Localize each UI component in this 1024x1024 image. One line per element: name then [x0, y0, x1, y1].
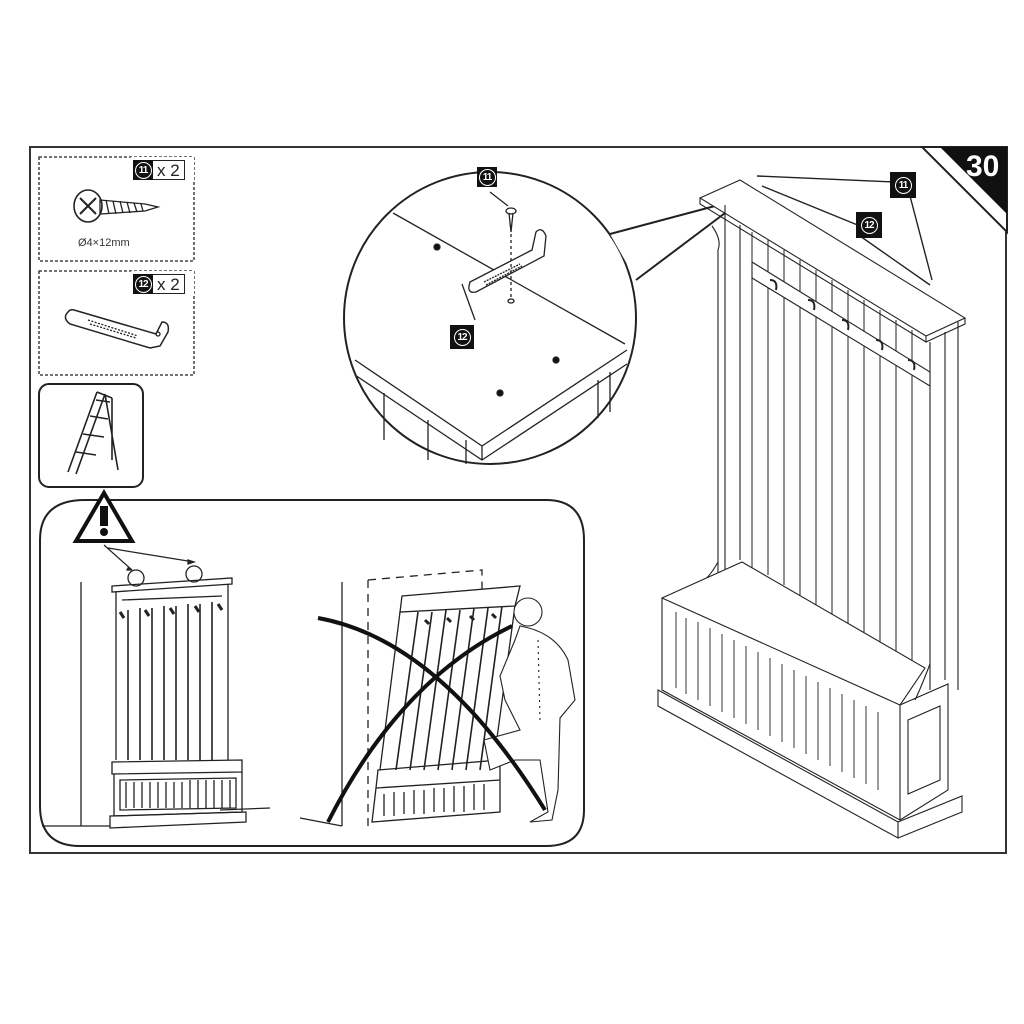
detail-callout-11-number: 11: [478, 168, 496, 186]
ladder-tool-box: [38, 383, 144, 488]
bracket-detail: [468, 229, 547, 293]
warning-icon: [72, 489, 136, 543]
step-corner-badge: [919, 146, 1008, 235]
detail-callout-11: 11: [477, 167, 497, 187]
warning-panel: [39, 489, 585, 847]
tipping-hall-tree: [299, 569, 576, 827]
secured-hall-tree: [42, 565, 271, 829]
part-12-badge: 12: [133, 274, 153, 294]
detail-callout-12-number: 12: [453, 328, 471, 346]
main-callout-12-number: 12: [860, 216, 878, 234]
part-11-quantity: x 2: [153, 160, 185, 180]
screw-detail: [505, 207, 517, 304]
part-11-number: 11: [134, 161, 152, 179]
part-12-number: 12: [134, 275, 152, 293]
part-11-dimension: Ø4×12mm: [78, 237, 130, 249]
l-bracket-icon: [64, 309, 170, 349]
part-11-badge: 11: [133, 160, 153, 180]
main-callout-12: 12: [856, 212, 882, 238]
ladder-icon: [67, 391, 119, 475]
detail-magnifier: [343, 171, 746, 466]
main-callout-11: 11: [890, 172, 916, 198]
assembled-hall-tree: [657, 175, 967, 839]
main-callout-11-number: 11: [894, 176, 912, 194]
instruction-frame: [29, 146, 1007, 854]
x-mark: [317, 616, 547, 823]
person-figure: [483, 597, 576, 823]
screw-icon: [73, 189, 161, 223]
detail-callout-12: 12: [450, 325, 474, 349]
step-number: 30: [966, 150, 1000, 183]
part-12-quantity: x 2: [153, 274, 185, 294]
